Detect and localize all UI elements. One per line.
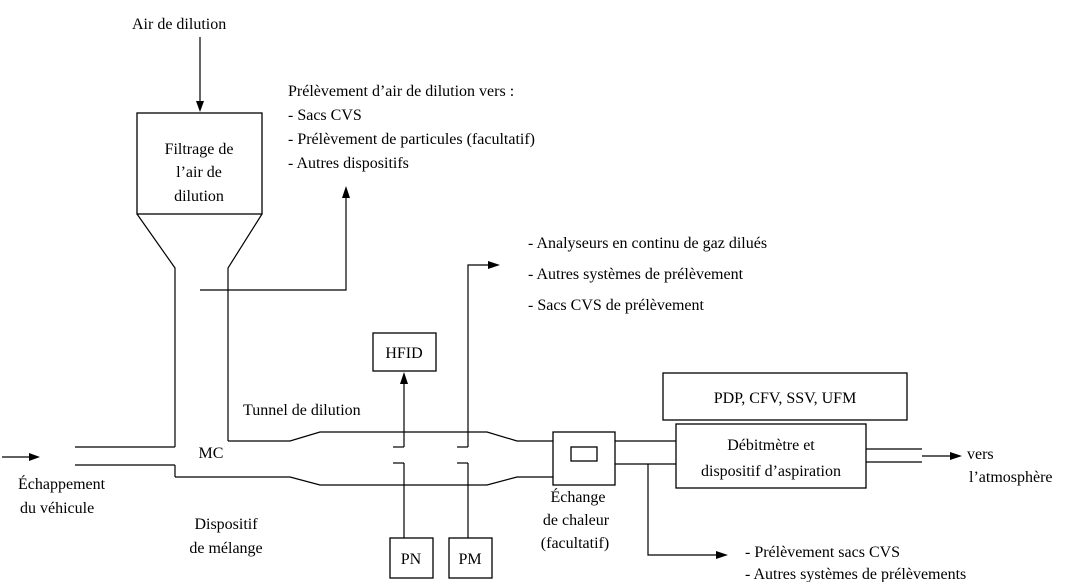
echange-line-3: (facultatif)	[541, 535, 609, 552]
funnel-left-wall	[136, 213, 176, 447]
echappement-line-2: du véhicule	[20, 500, 94, 517]
echange-line-2: de chaleur	[543, 512, 610, 529]
funnel-right-wall	[227, 213, 263, 441]
tunnel-bottom-wall	[175, 476, 553, 486]
prelevement-air-item-3: - Autres dispositifs	[288, 155, 409, 172]
pn-box	[389, 537, 434, 579]
echappement-line-1: Échappement	[18, 474, 106, 493]
arrowhead-outlet	[950, 452, 962, 460]
analyseurs-item-2: - Autres systèmes de prélèvement	[528, 266, 744, 283]
dispositif-melange-line-2: de mélange	[189, 540, 262, 557]
vers-atmosphere-line-2: l’atmosphère	[969, 469, 1053, 486]
pdp-cfv-ssv-ufm-label: PDP, CFV, SSV, UFM	[714, 390, 857, 407]
mc-label: MC	[199, 445, 224, 462]
dispositif-melange-line-1: Dispositif	[194, 516, 258, 533]
filter-box	[136, 112, 263, 215]
gas-sample-line	[467, 264, 488, 447]
prelevement-air-item-2: - Prélèvement de particules (facultatif)	[288, 131, 535, 148]
bottom-list-item-2: - Autres systèmes de prélèvements	[745, 566, 966, 582]
filter-label-line-3: dilution	[174, 188, 224, 205]
filter-label-line-1: Filtrage de	[165, 141, 234, 158]
dilution-air-sample-line	[200, 197, 347, 291]
prelevement-air-item-1: - Sacs CVS	[288, 107, 362, 124]
flowmeter-label-line-2: dispositif d’aspiration	[701, 463, 841, 480]
pm-box	[448, 537, 493, 579]
vers-atmosphere-line-1: vers	[967, 446, 994, 463]
heat-exchanger-core	[570, 446, 598, 462]
arrowhead-dilution-air	[196, 101, 204, 112]
label-air-de-dilution: Air de dilution	[132, 16, 226, 33]
filter-label-line-2: l’air de	[176, 164, 222, 181]
arrowhead-dilution-air-sample	[342, 186, 350, 198]
arrowhead-hfid	[400, 372, 408, 384]
arrowhead-gas-sample	[488, 261, 500, 269]
pdp-cfv-ssv-ufm-box	[662, 372, 908, 421]
flowmeter-label-line-1: Débitmètre et	[727, 437, 815, 454]
pm-label: PM	[458, 551, 481, 568]
hfid-box	[372, 332, 437, 372]
analyseurs-item-1: - Analyseurs en continu de gaz dilués	[528, 235, 767, 252]
prelevement-air-title: Prélèvement d’air de dilution vers :	[288, 83, 514, 100]
tunnel-label: Tunnel de dilution	[243, 402, 361, 419]
arrowhead-bag-sample	[716, 551, 728, 559]
flowmeter-box	[675, 423, 867, 489]
pn-label: PN	[401, 551, 422, 568]
tunnel-top-wall	[228, 431, 553, 442]
bag-sample-line	[647, 464, 716, 556]
hfid-label: HFID	[385, 345, 422, 362]
echange-line-1: Échange	[550, 487, 605, 506]
arrowhead-exhaust	[29, 453, 40, 461]
bottom-list-item-1: - Prélèvement sacs CVS	[745, 544, 900, 561]
analyseurs-item-3: - Sacs CVS de prélèvement	[528, 297, 705, 314]
